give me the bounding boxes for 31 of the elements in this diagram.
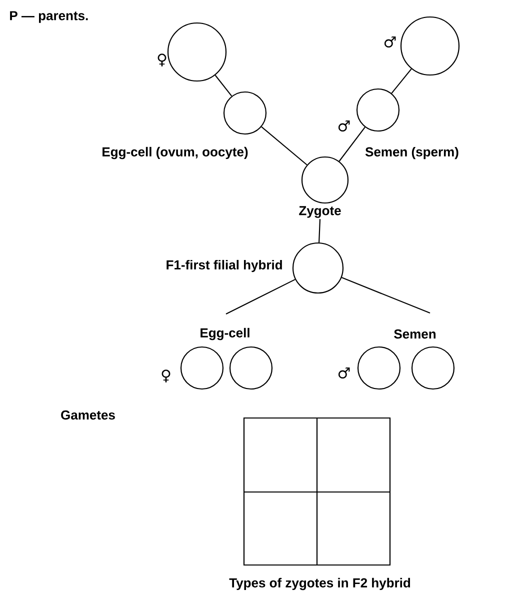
circle bbox=[356, 88, 400, 132]
label: Semen bbox=[394, 329, 436, 339]
connector-line bbox=[214, 74, 232, 96]
sex-symbol: ♀ bbox=[162, 370, 170, 382]
circle bbox=[229, 346, 273, 390]
node-caption: Semen (sperm) bbox=[365, 146, 458, 160]
connector-line bbox=[338, 126, 366, 162]
circle bbox=[411, 346, 455, 390]
connector-line bbox=[391, 68, 412, 94]
node-caption: F1-first filial hybrid bbox=[166, 260, 282, 272]
label: Egg-cell bbox=[200, 328, 250, 340]
circle bbox=[357, 346, 401, 390]
caption: Types of zygotes in F2 hybrid bbox=[229, 578, 410, 590]
node-caption: Zygote bbox=[299, 206, 341, 218]
circle bbox=[400, 16, 460, 76]
circle bbox=[292, 242, 344, 294]
label: Gametes bbox=[61, 410, 115, 420]
connector-line bbox=[342, 277, 430, 314]
circle bbox=[180, 346, 224, 390]
sex-symbol: ♂ bbox=[338, 368, 350, 379]
node-caption: Egg-cell (ovum, oocyte) bbox=[102, 146, 248, 160]
circle bbox=[223, 91, 267, 135]
sex-symbol: ♂ bbox=[384, 36, 396, 48]
connector-line bbox=[261, 126, 308, 166]
circle bbox=[167, 22, 227, 82]
circle bbox=[301, 156, 349, 204]
connector-line bbox=[226, 278, 296, 314]
sex-symbol: ♂ bbox=[338, 120, 350, 132]
sex-symbol: ♀ bbox=[158, 54, 166, 66]
label: P — parents. bbox=[10, 11, 88, 23]
connector-line bbox=[318, 219, 321, 242]
